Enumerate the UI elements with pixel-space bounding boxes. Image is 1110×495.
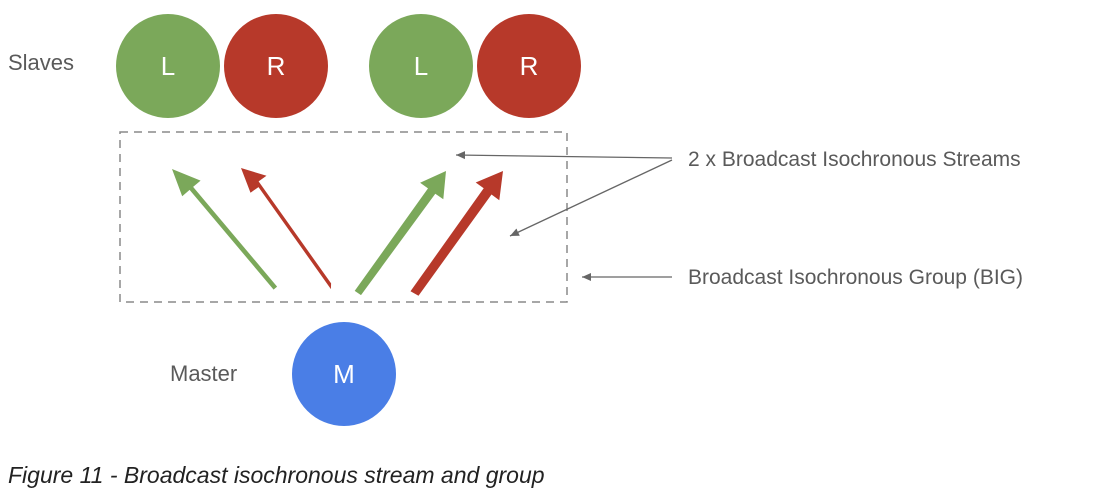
slave-1-right-label: R bbox=[267, 51, 286, 81]
figure-caption: Figure 11 - Broadcast isochronous stream… bbox=[8, 462, 545, 488]
slave-2-right-label: R bbox=[520, 51, 539, 81]
stream-arrow-4 bbox=[410, 171, 503, 296]
slave-1-left-circle bbox=[116, 14, 220, 118]
slave-1-right-circle bbox=[224, 14, 328, 118]
stream-arrow-2 bbox=[241, 168, 332, 290]
streams-pointer-upper bbox=[455, 151, 673, 160]
master-circle bbox=[292, 322, 396, 426]
stream-arrow-1 bbox=[172, 169, 278, 290]
streams-pointer-lower bbox=[509, 159, 673, 237]
slave-1-left-label: L bbox=[161, 51, 175, 81]
group-annotation: Broadcast Isochronous Group (BIG) bbox=[688, 266, 1023, 289]
slave-2-right-node: R bbox=[477, 14, 581, 118]
stream-arrow-3 bbox=[354, 171, 446, 296]
slaves-label: Slaves bbox=[8, 50, 74, 75]
slave-1-left-node: L bbox=[116, 14, 220, 118]
master-node-label: M bbox=[333, 359, 355, 389]
slave-2-left-label: L bbox=[414, 51, 428, 81]
streams-annotation: 2 x Broadcast Isochronous Streams bbox=[688, 148, 1021, 171]
slave-2-right-circle bbox=[477, 14, 581, 118]
master-label: Master bbox=[170, 361, 237, 386]
master-node: M bbox=[292, 322, 396, 426]
big-group-box bbox=[119, 131, 568, 303]
slave-1-right-node: R bbox=[224, 14, 328, 118]
slave-2-left-node: L bbox=[369, 14, 473, 118]
slave-2-left-circle bbox=[369, 14, 473, 118]
